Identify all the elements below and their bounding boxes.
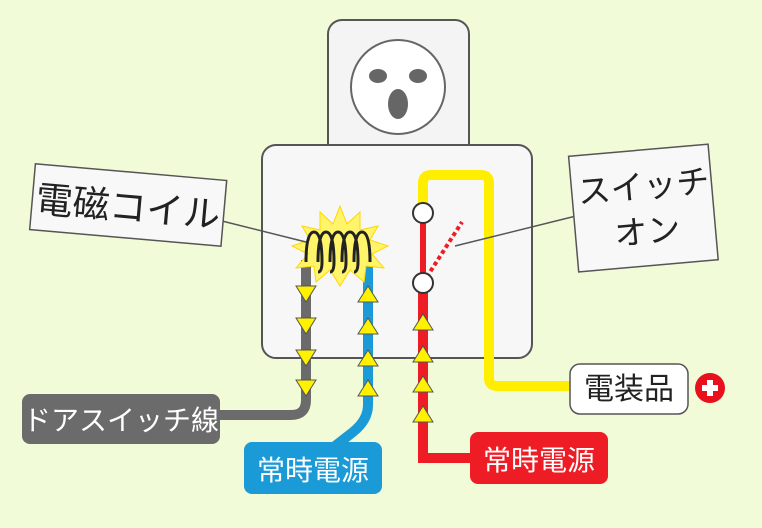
arrow-down (295, 349, 317, 367)
arrow-down (295, 379, 317, 397)
blue-power-label: 常時電源 (257, 454, 369, 487)
arrow-up (412, 375, 434, 393)
gray-wire-arrows (295, 285, 317, 397)
socket-pin-left (369, 69, 387, 83)
arrow-up (357, 379, 379, 397)
blue-power-label-box (244, 442, 382, 494)
switch-callout-pointer (454, 214, 581, 247)
socket-pin-right (409, 69, 427, 83)
coil-callout-pointer (217, 219, 307, 243)
door-switch-label: ドアスイッチ線 (23, 404, 219, 437)
red-wire-arrows (412, 313, 434, 423)
accessory-label-box (569, 363, 689, 415)
plus-icon (695, 373, 725, 403)
arrow-up (412, 405, 434, 423)
arrow-up (412, 345, 434, 363)
arrow-down (295, 285, 317, 303)
socket-pin-bottom (388, 89, 408, 119)
red-power-label: 常時電源 (483, 444, 595, 477)
arrow-up (412, 313, 434, 331)
relay-body (261, 144, 533, 359)
gray-wire (220, 260, 311, 420)
switch-lever-dashed (421, 220, 464, 285)
arrow-up (357, 317, 379, 335)
coil-icon (304, 230, 372, 274)
blue-wire-arrows (357, 285, 379, 397)
arrow-up (357, 349, 379, 367)
arrow-down (295, 317, 317, 335)
coil-callout: 電磁コイル (28, 162, 228, 248)
accessory-label: 電装品 (584, 372, 674, 407)
switch-contact-bottom (412, 272, 434, 294)
socket-face-icon (350, 39, 446, 135)
switch-label-line2: オン (613, 209, 682, 254)
arrow-up (357, 285, 379, 303)
door-switch-label-box (22, 394, 220, 444)
red-wire (418, 283, 475, 463)
coil-energized-burst (290, 204, 390, 287)
yellow-wire (418, 170, 570, 391)
switch-callout: スイッチ オン (567, 143, 719, 273)
blue-wire (285, 260, 373, 455)
red-power-label-box (470, 432, 608, 484)
switch-contact-top (412, 202, 434, 224)
